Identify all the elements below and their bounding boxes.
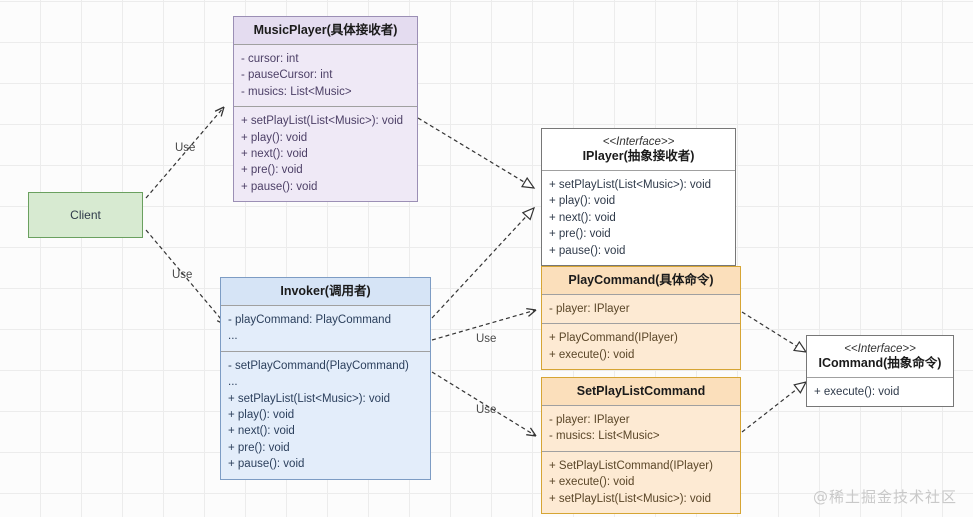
node-playcommand[interactable]: PlayCommand(具体命令) - player: IPlayer + Pl… <box>541 266 741 371</box>
method-row: + pre(): void <box>241 164 303 177</box>
node-invoker-methods: - setPlayCommand(PlayCommand) ... + setP… <box>221 350 430 479</box>
method-row: + setPlayList(List<Music>): void <box>241 115 404 128</box>
node-setplaylistcommand-methods: + SetPlayListCommand(IPlayer) + execute(… <box>542 450 740 514</box>
node-client-label: Client <box>70 208 101 222</box>
node-setplaylistcommand-title: SetPlayListCommand <box>576 384 706 398</box>
attribute-row: - cursor: int <box>241 53 299 65</box>
node-playcommand-methods: + PlayCommand(IPlayer) + execute(): void <box>542 323 740 370</box>
method-row: + pause(): void <box>549 244 626 257</box>
node-setplaylistcommand-header: SetPlayListCommand <box>542 378 740 405</box>
node-playcommand-header: PlayCommand(具体命令) <box>542 267 740 294</box>
node-iplayer[interactable]: <<Interface>> IPlayer(抽象接收者) + setPlayLi… <box>541 128 736 267</box>
node-musicplayer-title: MusicPlayer(具体接收者) <box>253 23 398 37</box>
node-icommand-header: <<Interface>> ICommand(抽象命令) <box>807 336 953 377</box>
method-row: + setPlayList(List<Music>): void <box>549 179 712 191</box>
node-invoker[interactable]: Invoker(调用者) - playCommand: PlayCommand … <box>220 277 431 480</box>
method-row: - setPlayCommand(PlayCommand) <box>228 359 409 372</box>
node-musicplayer-header: MusicPlayer(具体接收者) <box>234 17 417 44</box>
attribute-row: - musics: List<Music> <box>241 85 352 98</box>
edge-label-invoker-setplaylistcommand: Use <box>476 404 497 416</box>
node-musicplayer[interactable]: MusicPlayer(具体接收者) - cursor: int - pause… <box>233 16 418 203</box>
method-row: + next(): void <box>241 148 308 161</box>
method-row: + next(): void <box>549 211 616 224</box>
method-row: + SetPlayListCommand(IPlayer) <box>549 459 713 472</box>
node-iplayer-methods: + setPlayList(List<Music>): void + play(… <box>542 170 735 266</box>
method-row: + pre(): void <box>549 228 611 241</box>
attribute-row: - player: IPlayer <box>549 303 630 315</box>
node-icommand-stereotype: <<Interface>> <box>844 343 916 355</box>
node-icommand-title: ICommand(抽象命令) <box>818 356 942 370</box>
node-invoker-header: Invoker(调用者) <box>221 278 430 305</box>
method-row: + pre(): void <box>228 441 290 454</box>
method-row: + next(): void <box>228 425 295 438</box>
attribute-row: - player: IPlayer <box>549 414 630 426</box>
node-playcommand-title: PlayCommand(具体命令) <box>568 273 714 287</box>
attribute-row: - playCommand: PlayCommand <box>228 314 391 326</box>
node-iplayer-stereotype: <<Interface>> <box>602 136 675 148</box>
node-client[interactable]: Client <box>28 192 143 238</box>
node-playcommand-attributes: - player: IPlayer <box>542 294 740 324</box>
method-row: + pause(): void <box>228 458 305 471</box>
node-icommand-methods: + execute(): void <box>807 377 953 407</box>
edge-label-invoker-playcommand: Use <box>476 333 497 345</box>
node-setplaylistcommand-attributes: - player: IPlayer - musics: List<Music> <box>542 405 740 451</box>
edge-label-client-invoker: Use <box>172 269 193 281</box>
method-row: + play(): void <box>549 195 616 208</box>
node-setplaylistcommand[interactable]: SetPlayListCommand - player: IPlayer - m… <box>541 377 741 515</box>
method-row: + PlayCommand(IPlayer) <box>549 332 678 345</box>
method-row: + pause(): void <box>241 180 318 193</box>
method-row: + play(): void <box>241 131 308 144</box>
method-row: + execute(): void <box>814 386 900 398</box>
method-row: + setPlayList(List<Music>): void <box>549 492 712 505</box>
node-musicplayer-methods: + setPlayList(List<Music>): void + play(… <box>234 106 417 202</box>
node-invoker-attributes: - playCommand: PlayCommand ... <box>221 305 430 351</box>
attribute-row: ... <box>228 330 238 343</box>
method-row: + execute(): void <box>549 476 635 489</box>
method-row: + setPlayList(List<Music>): void <box>228 392 391 405</box>
edge-label-client-musicplayer: Use <box>175 142 196 154</box>
node-iplayer-title: IPlayer(抽象接收者) <box>582 149 695 163</box>
node-musicplayer-attributes: - cursor: int - pauseCursor: int - music… <box>234 44 417 107</box>
watermark: @稀土掘金技术社区 <box>812 488 957 506</box>
method-row: + execute(): void <box>549 348 635 361</box>
attribute-row: - musics: List<Music> <box>549 430 660 443</box>
method-row: ... <box>228 376 238 389</box>
node-invoker-title: Invoker(调用者) <box>280 284 371 298</box>
node-iplayer-header: <<Interface>> IPlayer(抽象接收者) <box>542 129 735 170</box>
method-row: + play(): void <box>228 409 295 422</box>
node-icommand[interactable]: <<Interface>> ICommand(抽象命令) + execute()… <box>806 335 954 408</box>
attribute-row: - pauseCursor: int <box>241 69 333 82</box>
